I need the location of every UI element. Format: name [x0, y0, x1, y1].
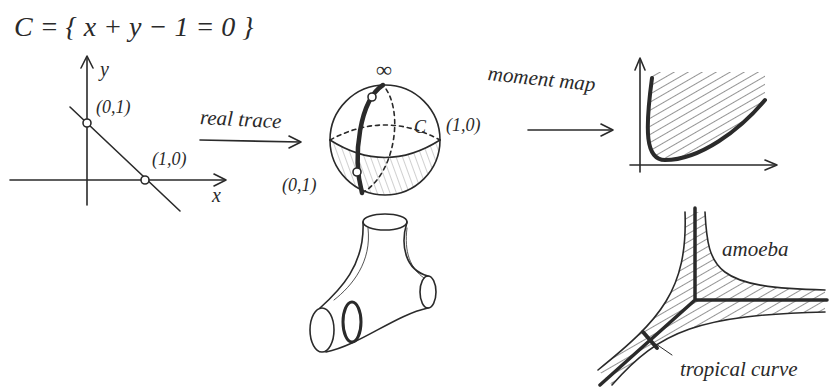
pair-of-pants — [310, 214, 436, 352]
point-label: ∞ — [376, 58, 392, 82]
map-arrow — [528, 124, 613, 136]
point-label: (1,0) — [152, 150, 187, 170]
moment-image — [630, 58, 777, 172]
heading: C = { x + y − 1 = 0 } — [14, 12, 254, 43]
amoeba — [598, 208, 827, 385]
arrow-label: real trace — [199, 106, 282, 133]
line-plot — [10, 56, 226, 211]
axis-label: x — [212, 184, 221, 206]
point-label: (0,1) — [282, 176, 317, 196]
sphere — [330, 85, 440, 195]
point-label: (1,0) — [446, 116, 481, 136]
curve-label: tropical curve — [680, 358, 798, 381]
point-label: (0,1) — [96, 98, 131, 118]
curve-label: C — [414, 118, 426, 138]
map-arrow — [200, 136, 301, 148]
axis-label: y — [100, 58, 109, 80]
arrow-label: moment map — [487, 62, 597, 96]
region-label: amoeba — [722, 238, 789, 261]
